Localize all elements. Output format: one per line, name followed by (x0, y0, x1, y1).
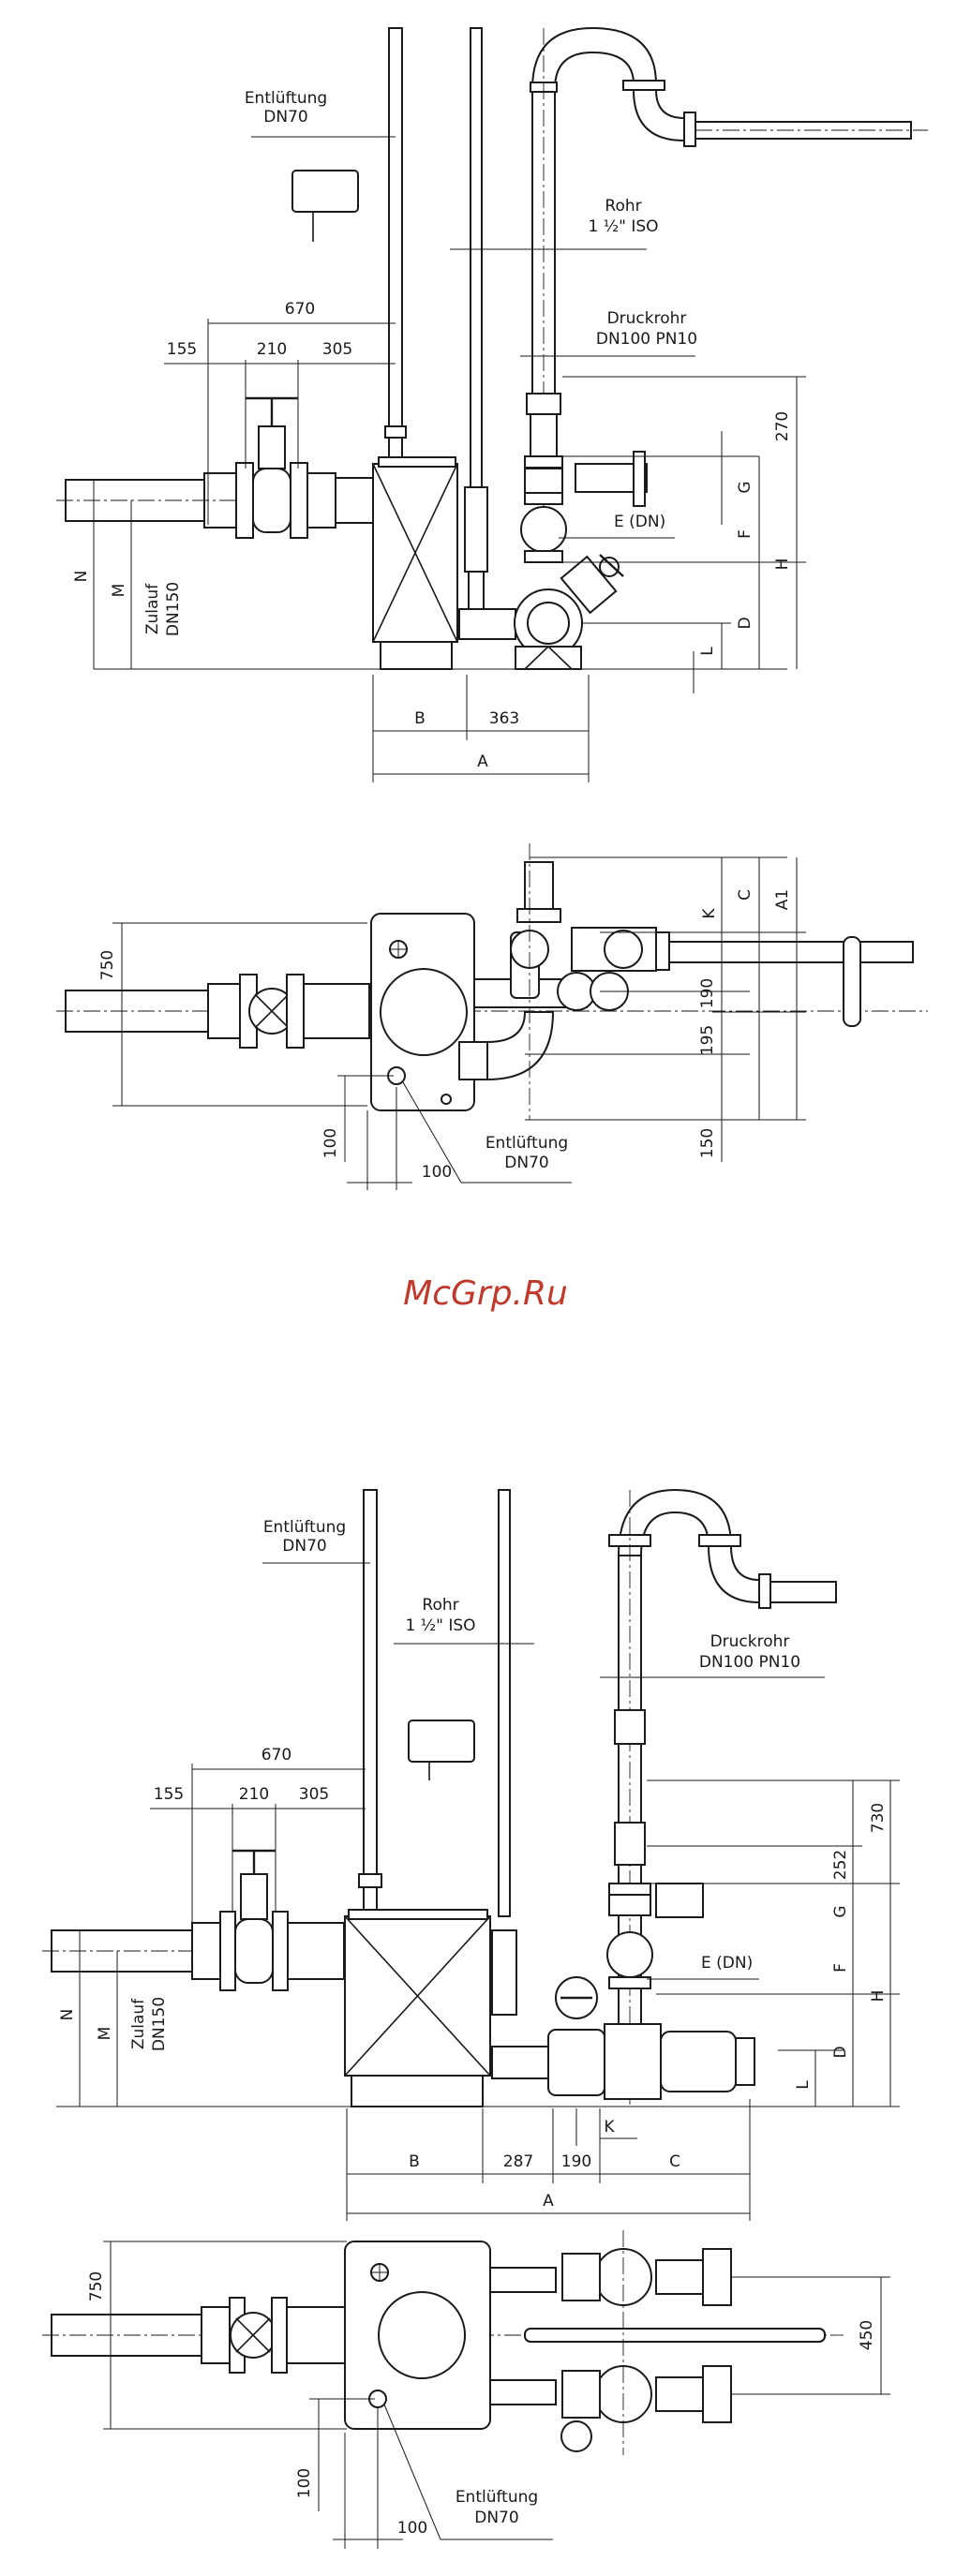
control-box (291, 170, 359, 213)
v1-vent-label-2: DN70 (263, 108, 307, 127)
v3-inlet-label-2: DN150 (150, 1997, 169, 2051)
v3-dim-190: 190 (561, 2152, 591, 2171)
inlet-gate-valve (235, 396, 308, 539)
v3-pipe-label-1: Rohr (422, 1596, 458, 1615)
v1-inlet-label-2: DN150 (164, 582, 183, 636)
v4-dim-450: 450 (858, 2320, 876, 2350)
v3-gate-valve (219, 1849, 289, 1991)
v4-dim-100a: 100 (295, 2468, 314, 2498)
v1-dim-363: 363 (489, 709, 519, 728)
plan-gate-valve (239, 974, 305, 1049)
v1-dim-210: 210 (257, 340, 287, 359)
v4-vent-label-2: DN70 (474, 2509, 518, 2527)
v3-lbl-D: D (831, 2046, 850, 2058)
view2-plan: 750 K C A1 190 195 150 100 100 Entlüftun… (56, 843, 928, 1190)
v2-dim-100b: 100 (422, 1163, 452, 1182)
view1-side-elevation: Entlüftung DN70 Rohr 1 ½" ISO Druckrohr … (56, 26, 928, 782)
v1-lbl-D: D (736, 617, 754, 629)
v1-lbl-M: M (110, 584, 128, 598)
v1-lbl-G: G (736, 481, 754, 493)
view3-side-elevation: Entlüftung DN70 Rohr 1 ½" ISO Druckrohr … (42, 1488, 900, 2221)
v1-lbl-N: N (72, 571, 91, 583)
v3-tank (344, 1909, 491, 2107)
v3-dim-252: 252 (831, 1850, 850, 1880)
v1-lbl-F: F (736, 529, 754, 539)
v2-lbl-K: K (700, 908, 719, 919)
v3-discharge-pipe (606, 1488, 837, 2107)
v4-tank (344, 2241, 491, 2430)
watermark: McGrp.Ru (403, 1274, 568, 1313)
v3-lbl-C: C (669, 2152, 680, 2171)
vent-pipe (388, 27, 403, 458)
v3-lbl-H: H (869, 1990, 888, 2003)
v3-lbl-A: A (543, 2192, 554, 2211)
v4-vent-label-1: Entlüftung (456, 2488, 538, 2507)
v3-E-label: E (DN) (701, 1954, 753, 1973)
v3-lbl-L: L (794, 2080, 813, 2090)
v1-dim-270: 270 (773, 411, 792, 441)
v3-lbl-G: G (831, 1905, 850, 1917)
view4-plan: 750 450 100 100 Entlüftung DN70 (42, 2230, 890, 2549)
v1-pipe-label-2: 1 ½" ISO (588, 217, 658, 236)
v3-dim-670: 670 (261, 1746, 291, 1764)
v3-lbl-K: K (604, 2118, 615, 2137)
v1-dim-670: 670 (285, 300, 315, 319)
v4-dim-100b: 100 (397, 2519, 427, 2538)
v2-dim-190: 190 (698, 978, 717, 1008)
v3-lbl-F: F (831, 1963, 850, 1973)
v3-discharge-label-2: DN100 PN10 (699, 1653, 800, 1672)
v3-discharge-label-1: Druckrohr (710, 1632, 790, 1651)
v3-vent-label-2: DN70 (282, 1537, 326, 1556)
v2-lbl-C: C (736, 889, 754, 901)
v3-pump (491, 1976, 755, 2100)
v2-dim-750: 750 (98, 950, 117, 980)
v3-dim-730: 730 (869, 1803, 888, 1833)
v1-vent-label-1: Entlüftung (245, 89, 327, 108)
v2-vent-label-2: DN70 (504, 1154, 548, 1172)
v1-pipe-label-1: Rohr (605, 197, 641, 216)
collection-tank (372, 456, 458, 670)
v3-pipe-label-2: 1 ½" ISO (405, 1616, 475, 1635)
v1-discharge-label-1: Druckrohr (607, 309, 687, 328)
v3-inlet-label-1: Zulauf (129, 1998, 148, 2049)
v2-dim-100a: 100 (321, 1128, 340, 1158)
v3-lbl-B: B (409, 2152, 420, 2171)
v3-lbl-N: N (58, 2009, 77, 2021)
v2-dim-195: 195 (698, 1025, 717, 1055)
v1-lbl-A: A (477, 752, 488, 771)
v2-vent-label-1: Entlüftung (486, 1134, 568, 1153)
v1-inlet-label-1: Zulauf (143, 583, 162, 634)
v2-dim-150: 150 (698, 1128, 717, 1158)
plan-tank (370, 913, 475, 1111)
v1-dim-155: 155 (167, 340, 197, 359)
v3-vent-label-1: Entlüftung (263, 1518, 346, 1537)
v4-dim-750: 750 (87, 2271, 106, 2301)
v2-lbl-A1: A1 (773, 889, 792, 910)
v3-dim-305: 305 (299, 1785, 329, 1804)
v1-lbl-B: B (414, 709, 426, 728)
v3-dim-287: 287 (503, 2152, 533, 2171)
v1-lbl-L: L (698, 647, 717, 656)
iso-pipe (470, 27, 483, 507)
v3-dim-210: 210 (239, 1785, 269, 1804)
v3-lbl-M: M (96, 2027, 114, 2041)
v1-discharge-label-2: DN100 PN10 (596, 330, 697, 349)
v1-lbl-H: H (773, 558, 792, 571)
v1-E-label: E (DN) (614, 513, 665, 531)
discharge-pipe (520, 26, 928, 563)
v3-dim-155: 155 (154, 1785, 184, 1804)
v1-dim-305: 305 (322, 340, 352, 359)
